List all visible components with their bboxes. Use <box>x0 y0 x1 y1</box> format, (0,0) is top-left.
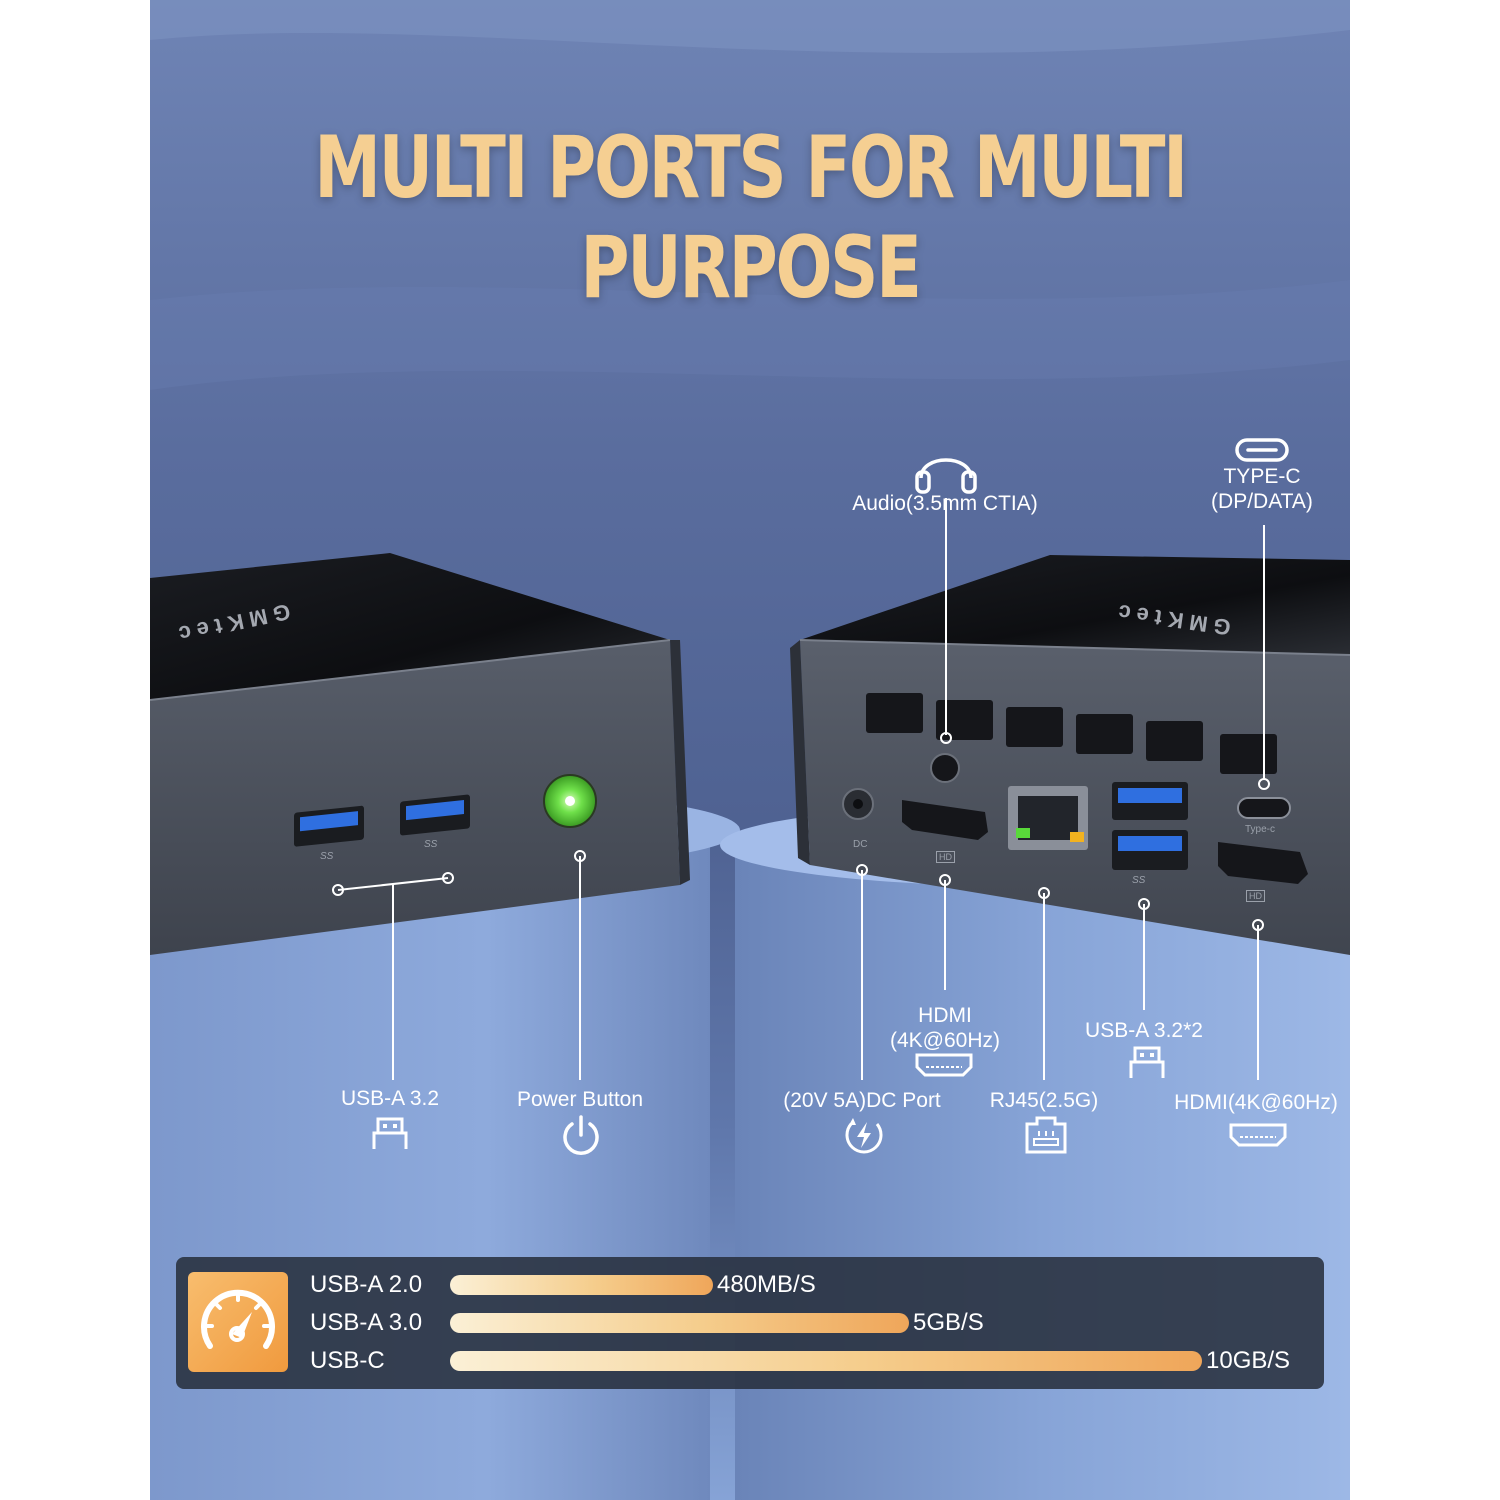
label-usb-a: USB-A 3.2 <box>340 1087 440 1110</box>
scene <box>150 0 1350 1500</box>
product-poster: MULTI PORTS FOR MULTI PURPOSE GMKtec GMK… <box>150 0 1350 1500</box>
label-type-c-line2: (DP/DATA) <box>1211 490 1313 513</box>
usb-a-icon <box>372 1117 408 1149</box>
mark-ss-left-1: SS <box>320 851 334 862</box>
label-rj45: RJ45(2.5G) <box>989 1089 1099 1112</box>
ethernet-icon <box>1025 1116 1067 1154</box>
power-icon <box>563 1115 599 1155</box>
speed-panel: USB-A 2.0 480MB/S USB-A 3.0 5GB/S USB-C 10GB/… <box>176 1257 1324 1389</box>
mark-dc: DC <box>853 839 868 850</box>
headphones-icon <box>915 458 977 494</box>
speed-bar <box>450 1313 909 1333</box>
headline: MULTI PORTS FOR MULTI PURPOSE <box>314 118 1188 318</box>
label-hdmi-line1: HDMI <box>918 1004 972 1027</box>
label-power-button: Power Button <box>516 1088 644 1111</box>
usb-c-icon <box>1235 438 1289 462</box>
usb-a-icon <box>1129 1046 1165 1078</box>
label-type-c-line1: TYPE-C <box>1223 465 1301 488</box>
label-hdmi-right: HDMI(4K@60Hz) <box>1174 1091 1338 1114</box>
speed-name: USB-A 2.0 <box>310 1271 423 1298</box>
hdmi-icon <box>915 1053 973 1077</box>
speedometer-icon-box <box>188 1272 288 1372</box>
bolt-icon <box>845 1118 883 1154</box>
mark-hd-1: HD <box>936 851 955 863</box>
speed-bar <box>450 1275 713 1295</box>
speed-bar <box>450 1351 1202 1371</box>
speed-name: USB-C <box>310 1347 385 1374</box>
mark-ss-left-2: SS <box>424 839 438 850</box>
mark-ss-right: SS <box>1132 875 1146 886</box>
label-type-c: TYPE-C (DP/DATA) <box>1190 464 1334 514</box>
speedometer-icon <box>201 1289 275 1349</box>
speed-value: 10GB/S <box>1206 1347 1291 1374</box>
mark-hd-2: HD <box>1246 890 1265 902</box>
label-usb-a-x2: USB-A 3.2*2 <box>1085 1019 1203 1042</box>
hdmi-icon <box>1229 1123 1287 1147</box>
label-dc-port: (20V 5A)DC Port <box>783 1089 941 1112</box>
speed-value: 480MB/S <box>717 1271 816 1298</box>
label-audio: Audio(3.5mm CTIA) <box>852 492 1038 515</box>
speed-name: USB-A 3.0 <box>310 1309 423 1336</box>
mark-typec: Type-c <box>1245 824 1276 835</box>
label-hdmi-left: HDMI (4K@60Hz) <box>870 1003 1020 1053</box>
speed-value: 5GB/S <box>913 1309 984 1336</box>
label-hdmi-line2: (4K@60Hz) <box>889 1029 1000 1052</box>
